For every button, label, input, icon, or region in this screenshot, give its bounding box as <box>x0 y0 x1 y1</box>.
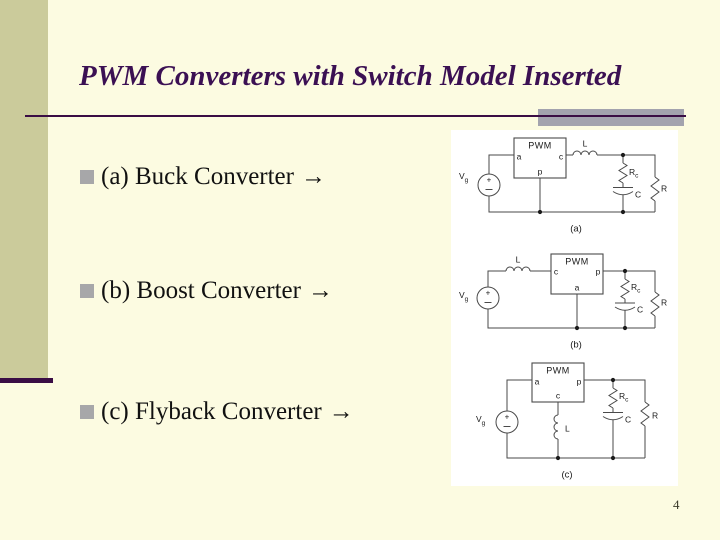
inductor: L <box>572 138 598 156</box>
circuit-diagram-a: + Vg PWM a c p L Rc <box>459 137 667 235</box>
bullet-label: (c) Flyback Converter <box>101 397 322 425</box>
capacitor <box>602 412 624 421</box>
svg-text:Vg: Vg <box>459 290 469 302</box>
esr-resistor <box>608 387 618 409</box>
svg-text:p: p <box>577 376 582 386</box>
esr-capacitor-branch: Rc C <box>614 278 643 314</box>
node-dot <box>537 209 543 215</box>
svg-text:C: C <box>625 414 631 424</box>
esr-resistor <box>618 162 628 184</box>
right-arrow-icon: → <box>300 162 326 190</box>
svg-text:C: C <box>637 304 643 314</box>
node-dot <box>555 455 561 461</box>
svg-text:L: L <box>565 423 570 433</box>
caption-a: (a) <box>570 224 582 235</box>
node-dot <box>622 325 628 331</box>
figure-panel: + Vg PWM a c p L Rc <box>451 130 678 486</box>
bullet-item-buck: (a) Buck Converter → <box>80 159 326 194</box>
svg-text:a: a <box>575 282 580 292</box>
inductor: L <box>553 414 570 440</box>
bullet-item-flyback: (c) Flyback Converter → <box>80 394 354 429</box>
node-dot <box>610 377 616 383</box>
svg-text:a: a <box>517 151 522 161</box>
load-resistor: R <box>650 291 667 317</box>
voltage-source: + Vg <box>476 410 519 434</box>
node-dot <box>620 209 626 215</box>
capacitor <box>614 302 636 311</box>
svg-text:R: R <box>661 297 667 307</box>
svg-text:Vg: Vg <box>459 171 469 183</box>
svg-text:c: c <box>559 151 564 161</box>
svg-text:Rc: Rc <box>629 167 639 179</box>
svg-text:Rc: Rc <box>619 391 629 403</box>
title-accent-bar <box>538 109 684 126</box>
svg-text:R: R <box>661 183 667 193</box>
pwm-box: PWM a c p <box>513 137 567 179</box>
node-dot <box>622 268 628 274</box>
pwm-box: PWM c p a <box>550 253 604 295</box>
page-number: 4 <box>673 497 680 512</box>
load-resistor: R <box>650 176 667 202</box>
bullet-label: (a) Buck Converter <box>101 162 294 190</box>
esr-capacitor-branch: Rc C <box>602 387 631 424</box>
right-arrow-icon: → <box>328 397 354 425</box>
svg-text:Vg: Vg <box>476 414 486 426</box>
svg-text:R: R <box>652 410 658 420</box>
circuit-diagram-c: + Vg PWM a p c L Rc <box>476 362 658 481</box>
svg-text:c: c <box>554 266 559 276</box>
circuit-diagram-b: + Vg L PWM c p a Rc <box>459 253 667 351</box>
svg-text:PWM: PWM <box>528 140 552 150</box>
svg-text:c: c <box>556 390 561 400</box>
node-dot <box>610 455 616 461</box>
sidebar-divider <box>0 378 53 383</box>
circuit-figure: + Vg PWM a c p L Rc <box>459 137 667 481</box>
svg-text:p: p <box>596 266 601 276</box>
bullet-square-icon <box>80 283 94 298</box>
svg-text:p: p <box>538 166 543 176</box>
voltage-source: + Vg <box>459 171 501 197</box>
esr-resistor <box>620 278 630 300</box>
bullet-square-icon <box>80 169 94 184</box>
inductor: L <box>505 254 531 272</box>
bullet-item-boost: (b) Boost Converter → <box>80 273 333 308</box>
capacitor <box>612 187 634 196</box>
slide-title: PWM Converters with Switch Model Inserte… <box>79 60 622 92</box>
svg-text:+: + <box>505 413 510 422</box>
title-underline <box>25 115 686 117</box>
esr-capacitor-branch: Rc C <box>612 162 641 199</box>
svg-text:+: + <box>486 289 491 298</box>
right-arrow-icon: → <box>307 276 333 304</box>
svg-text:+: + <box>487 176 492 185</box>
wires <box>488 154 656 213</box>
svg-text:PWM: PWM <box>565 256 589 266</box>
bullet-label: (b) Boost Converter <box>101 276 301 304</box>
wires <box>506 379 646 459</box>
bullet-square-icon <box>80 404 94 419</box>
pwm-box: PWM a p c <box>531 362 585 403</box>
svg-text:Rc: Rc <box>631 282 641 294</box>
caption-b: (b) <box>570 340 582 351</box>
node-dot <box>574 325 580 331</box>
svg-text:L: L <box>516 254 521 264</box>
node-dot <box>620 152 626 158</box>
caption-c: (c) <box>561 470 572 481</box>
voltage-source: + Vg <box>459 286 500 310</box>
wires <box>487 270 656 329</box>
load-resistor: R <box>640 401 658 427</box>
sidebar-bar <box>0 0 48 378</box>
svg-text:PWM: PWM <box>546 365 570 375</box>
svg-text:a: a <box>535 376 540 386</box>
svg-text:L: L <box>583 138 588 148</box>
svg-text:C: C <box>635 189 641 199</box>
